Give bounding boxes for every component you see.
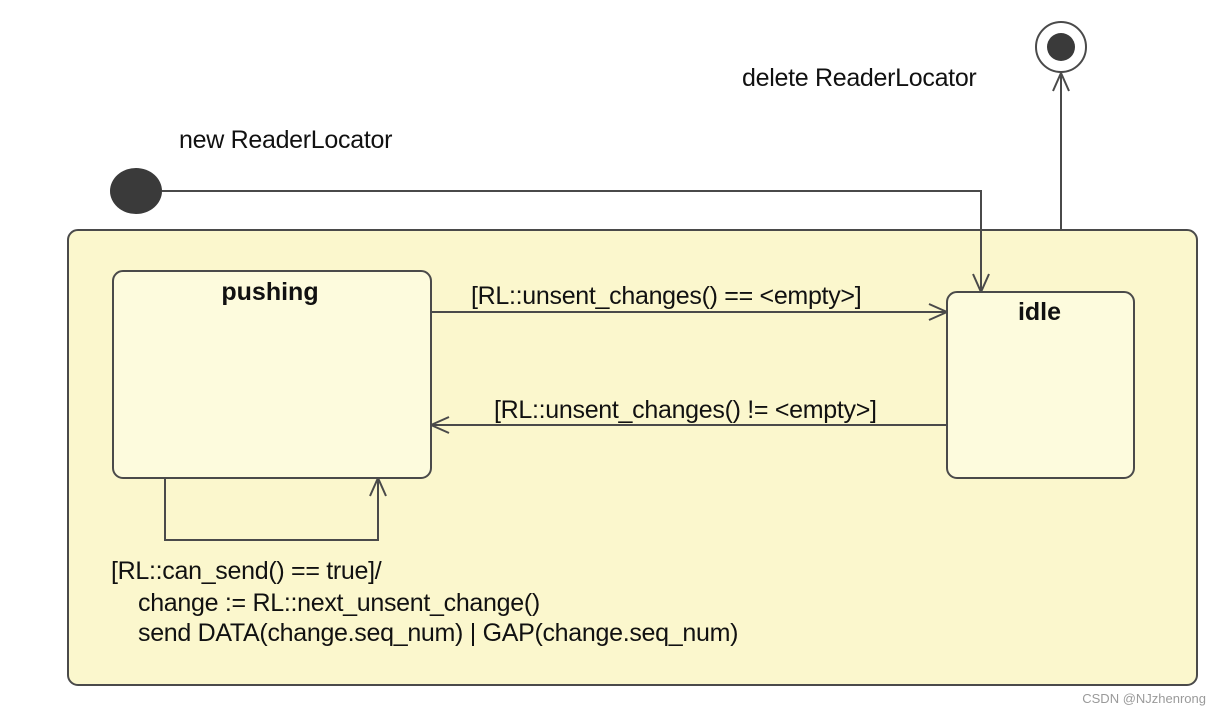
pushing-self-loop-arrow <box>164 478 378 541</box>
idle-state-box <box>946 291 1135 479</box>
pushing-state-box <box>112 270 432 479</box>
initial-node <box>110 168 162 214</box>
self-loop-action-1: change := RL::next_unsent_change() <box>138 589 540 617</box>
watermark: CSDN @NJzhenrong <box>1082 691 1206 706</box>
initial-transition-arrow <box>162 190 981 292</box>
final-transition-label: delete ReaderLocator <box>742 64 977 92</box>
initial-transition-label: new ReaderLocator <box>179 126 393 154</box>
final-node-core <box>1047 33 1075 61</box>
self-loop-action-2: send DATA(change.seq_num) | GAP(change.s… <box>138 619 739 647</box>
self-loop-guard: [RL::can_send() == true]/ <box>111 557 382 585</box>
idle-state-title: idle <box>1017 298 1062 326</box>
pushing-state-title: pushing <box>221 278 319 306</box>
pushing-to-idle-guard: [RL::unsent_changes() == <empty>] <box>471 282 862 310</box>
idle-to-pushing-guard: [RL::unsent_changes() != <empty>] <box>494 396 877 424</box>
